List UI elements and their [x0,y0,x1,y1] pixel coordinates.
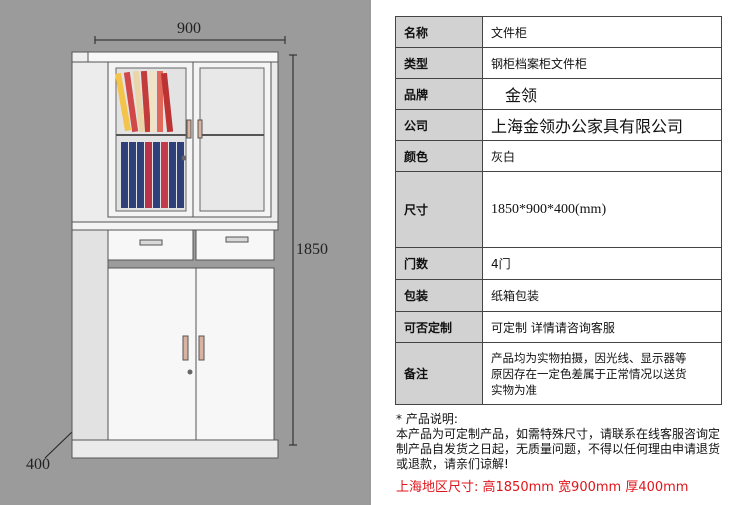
spec-row: 可否定制 可定制 详情请咨询客服 [395,311,722,343]
books-top [115,70,174,133]
spec-key: 包装 [395,279,483,312]
spec-key: 公司 [395,109,483,141]
shanghai-size-note: 上海地区尺寸: 高1850mm 宽900mm 厚400mm [396,480,689,495]
spec-value: 上海金领办公家具有限公司 [482,109,722,141]
spec-value: 钢柜档案柜文件柜 [482,47,722,79]
spec-row: 颜色 灰白 [395,140,722,172]
spec-key: 备注 [395,342,483,405]
spec-key: 颜色 [395,140,483,172]
spec-value: 灰白 [482,140,722,172]
spec-key: 名称 [395,16,483,48]
spec-row: 包装 纸箱包装 [395,279,722,312]
spec-value: 4门 [482,247,722,280]
spec-value: 可定制 详情请咨询客服 [482,311,722,343]
spec-row: 门数 4门 [395,247,722,280]
width-label: 900 [177,20,201,37]
notes-title: * 产品说明: [396,412,458,426]
spec-key: 门数 [395,247,483,280]
spec-value: 产品均为实物拍摄，因光线、显示器等原因存在一定色差属于正常情况以送货实物为准 [482,342,722,405]
spec-key: 尺寸 [395,171,483,248]
spec-table: 名称 文件柜 类型 钢柜档案柜文件柜 品牌 金领 公司 上海金领办公家具有限公司… [395,16,722,405]
product-image-panel: 900 1850 400 [0,0,371,505]
spec-value: 纸箱包装 [482,279,722,312]
spec-key: 类型 [395,47,483,79]
spec-key: 可否定制 [395,311,483,343]
cabinet-illustration [44,36,297,459]
spec-value: 金领 [482,78,722,110]
spec-row: 尺寸 1850*900*400(mm) [395,171,722,248]
spec-row: 备注 产品均为实物拍摄，因光线、显示器等原因存在一定色差属于正常情况以送货实物为… [395,342,722,405]
spec-row: 类型 钢柜档案柜文件柜 [395,47,722,79]
spec-row: 公司 上海金领办公家具有限公司 [395,109,722,141]
height-label: 1850 [296,241,328,258]
depth-label: 400 [26,456,50,473]
spec-row: 名称 文件柜 [395,16,722,48]
spec-row: 品牌 金领 [395,78,722,110]
spec-value: 1850*900*400(mm) [482,171,722,248]
spec-value: 文件柜 [482,16,722,48]
product-notes: * 产品说明: 本产品为可定制产品，如需特殊尺寸，请联系在线客服咨询定制产品自发… [396,412,726,472]
binders [121,142,184,208]
notes-body: 本产品为可定制产品，如需特殊尺寸，请联系在线客服咨询定制产品自发货之日起，无质量… [396,427,721,471]
spec-key: 品牌 [395,78,483,110]
